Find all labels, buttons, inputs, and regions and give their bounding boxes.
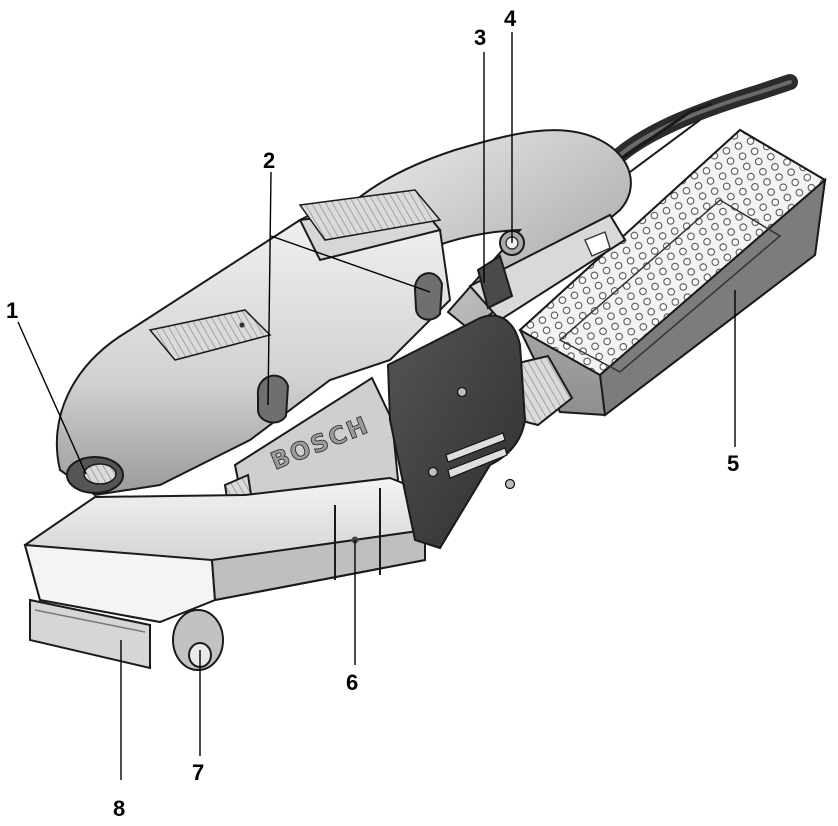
sanding-base xyxy=(23,476,427,624)
on-off-switch xyxy=(476,254,514,310)
speed-dial xyxy=(66,456,124,494)
belt-cover xyxy=(386,314,527,550)
callout-3: 3 xyxy=(474,25,486,50)
callout-6: 6 xyxy=(346,670,358,695)
callout-2: 2 xyxy=(263,148,275,173)
leader-lines xyxy=(17,32,736,780)
power-cable xyxy=(611,74,798,173)
callout-labels: 1 2 3 4 5 6 7 8 xyxy=(6,6,739,821)
callout-5: 5 xyxy=(727,451,739,476)
motor-housing xyxy=(55,189,452,497)
callout-4: 4 xyxy=(504,6,517,31)
callout-8: 8 xyxy=(113,796,125,821)
callout-7: 7 xyxy=(192,760,204,785)
leader-line-1 xyxy=(17,321,87,475)
dust-box xyxy=(518,128,827,417)
callout-1: 1 xyxy=(6,298,18,323)
leader-line-2b xyxy=(270,235,431,293)
leader-line-2a xyxy=(267,171,272,406)
